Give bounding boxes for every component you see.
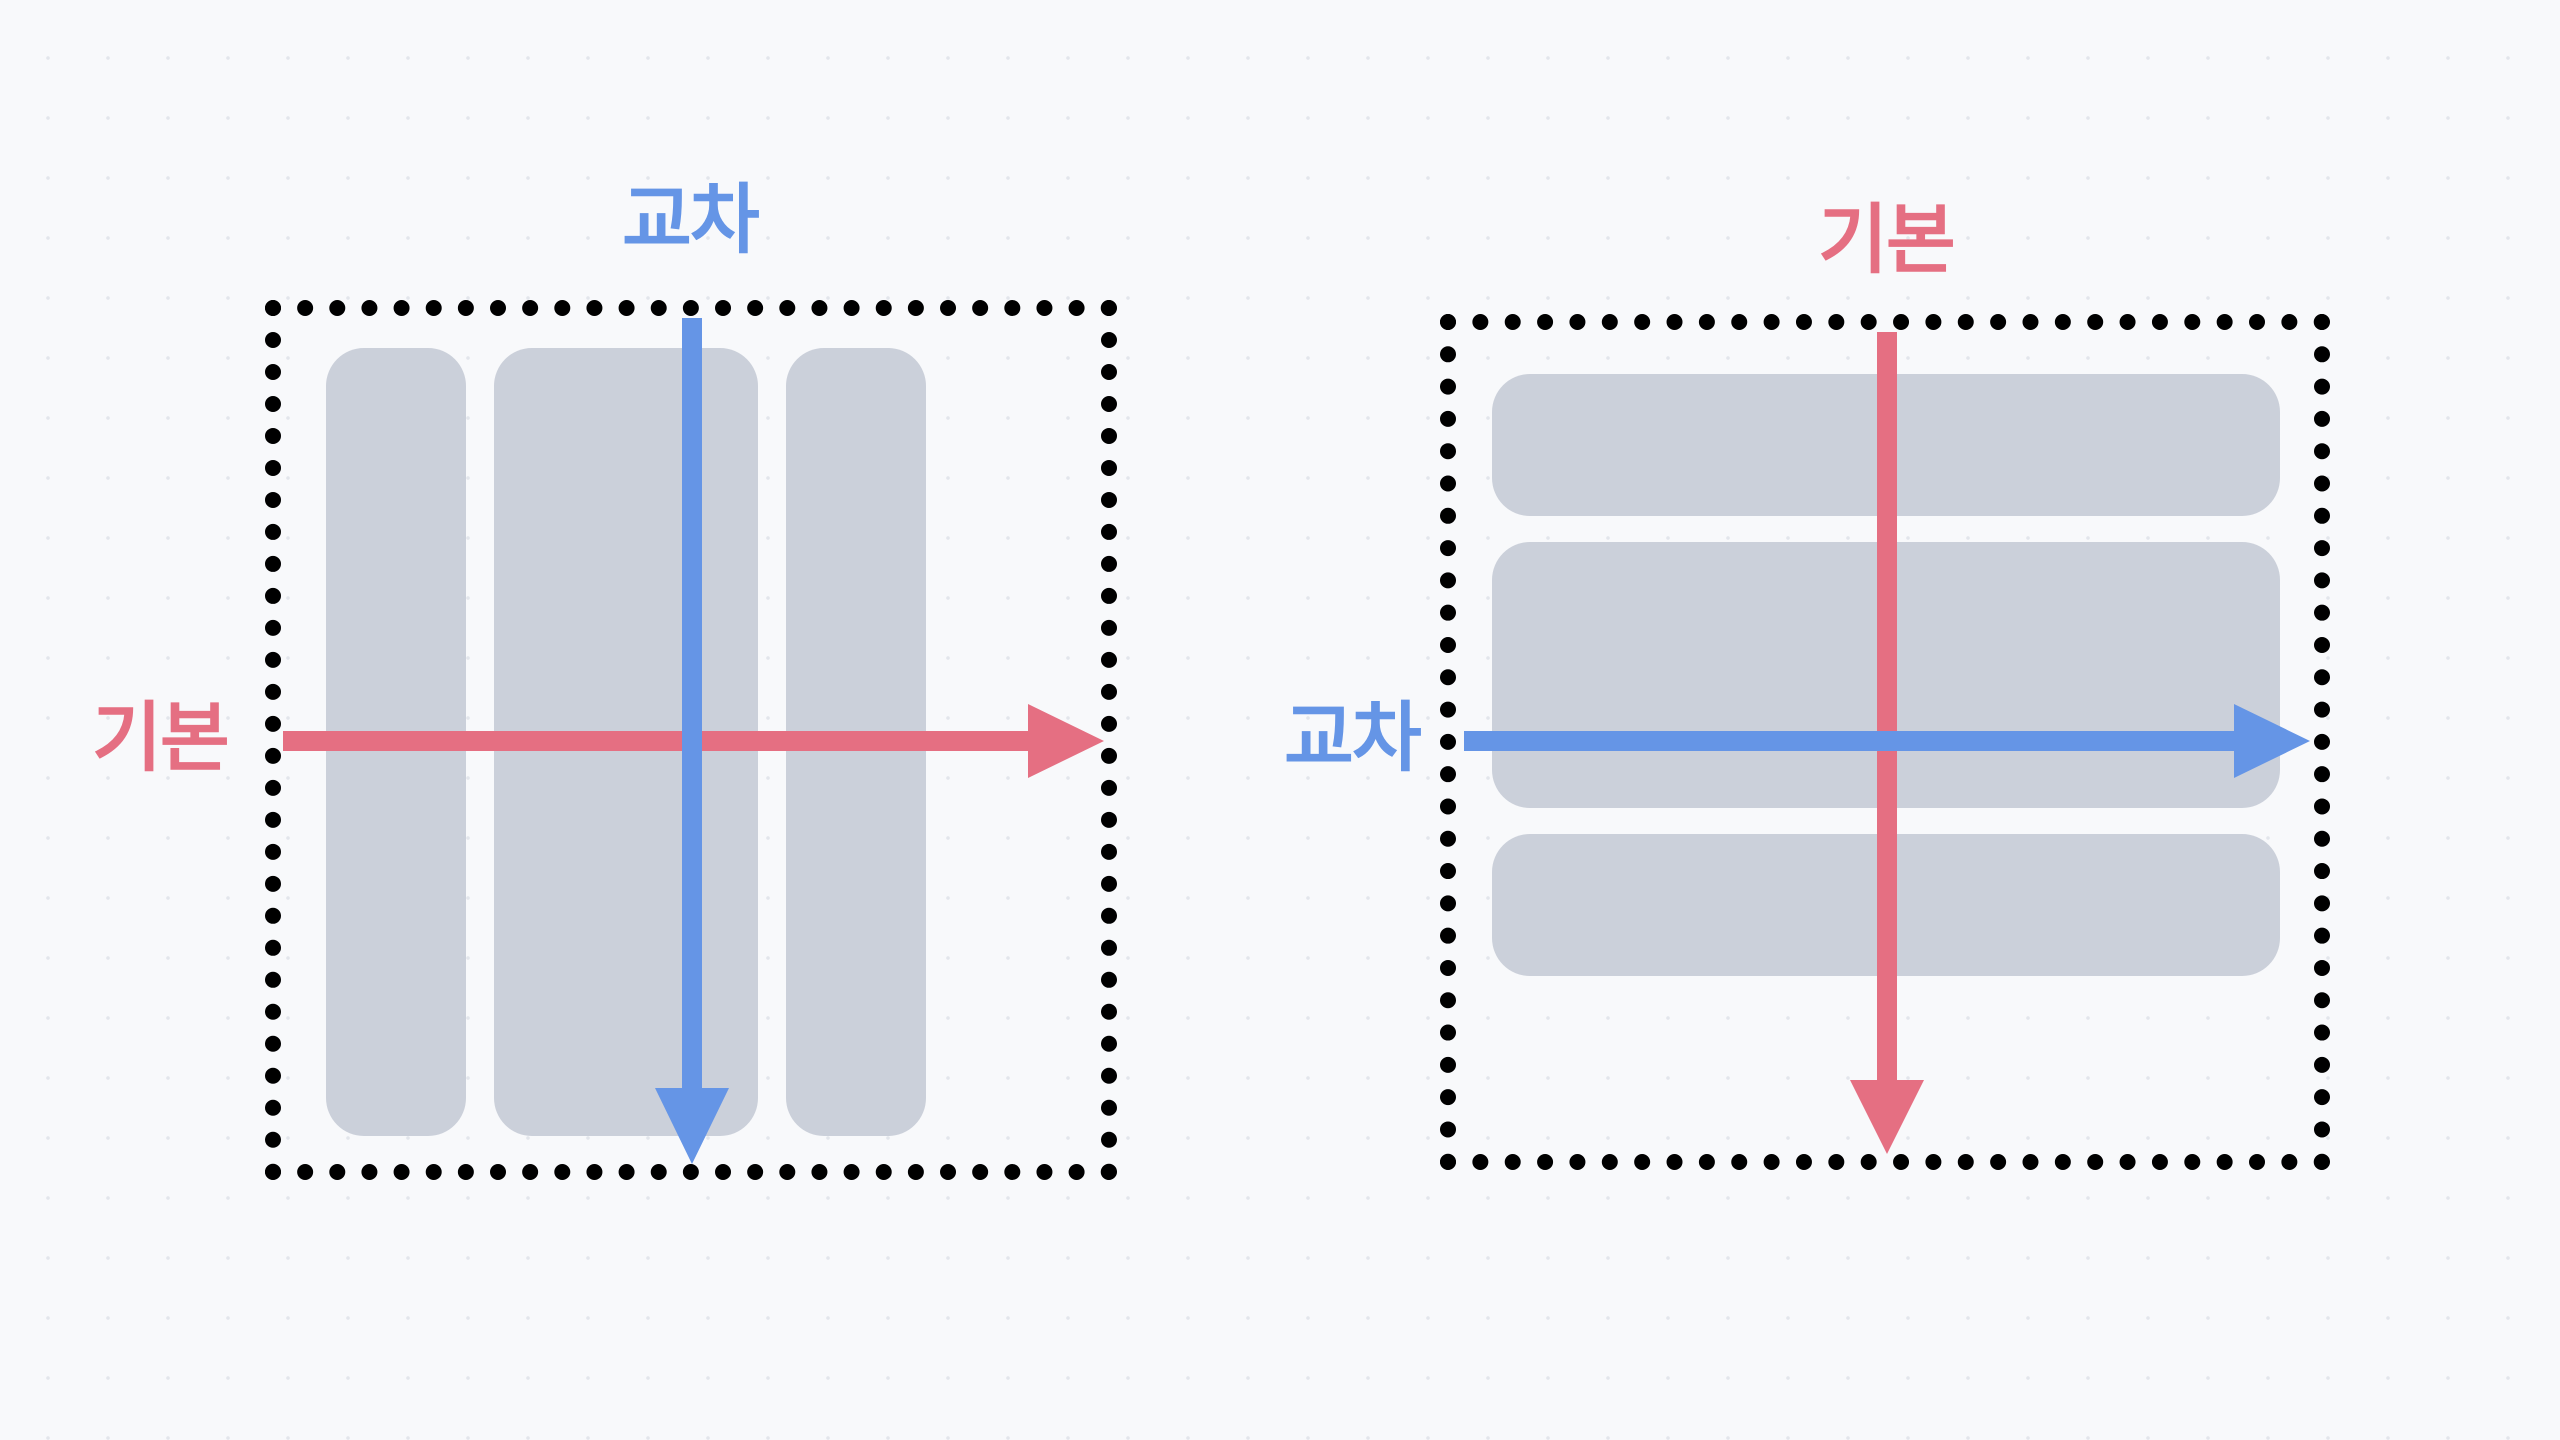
left-cross-axis-arrow	[655, 318, 729, 1164]
right-cross-axis-label: 교차	[1284, 693, 1422, 782]
left-flex-container	[265, 300, 1117, 1180]
left-cross-axis-label: 교차	[622, 175, 760, 264]
left-main-axis-arrow	[283, 704, 1104, 778]
right-main-axis-label: 기본	[1818, 195, 1956, 284]
right-flex-container	[1440, 314, 2330, 1170]
left-main-axis-label: 기본	[92, 693, 230, 782]
right-cross-axis-arrow	[1464, 704, 2310, 778]
right-main-axis-arrow	[1850, 332, 1924, 1154]
